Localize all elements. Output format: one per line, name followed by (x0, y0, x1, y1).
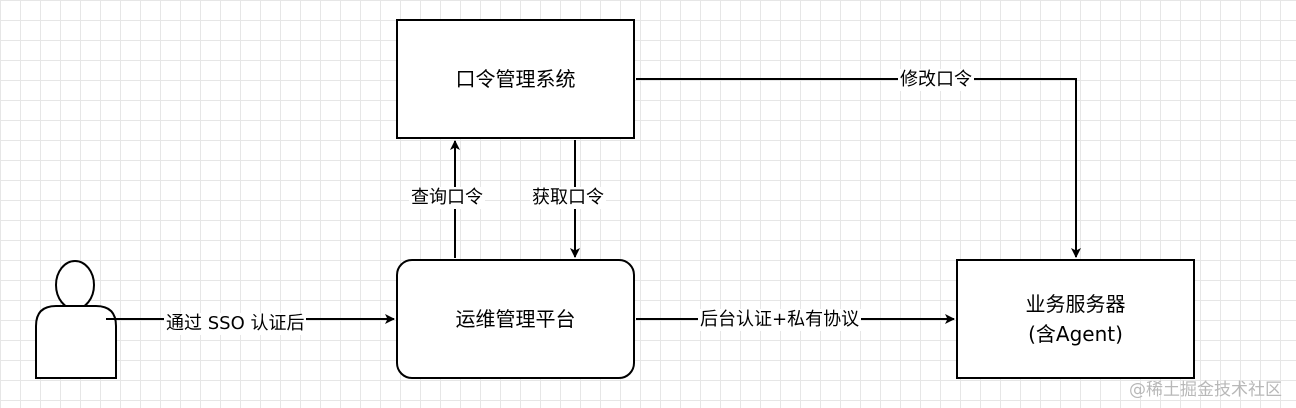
edge-label-backend-protocol: 后台认证+私有协议 (698, 309, 862, 331)
user-actor-icon (35, 260, 117, 379)
password-system-label: 口令管理系统 (455, 67, 576, 91)
edge-label-modify-password: 修改口令 (898, 69, 974, 91)
business-server-label: 业务服务器 (1025, 292, 1126, 316)
password-system-node: 口令管理系统 (396, 19, 635, 139)
business-server-sublabel: (含Agent) (1028, 322, 1123, 346)
ops-platform-label: 运维管理平台 (455, 307, 576, 331)
edge-modify-password (636, 78, 1081, 258)
edge-label-fetch-password: 获取口令 (530, 187, 606, 209)
ops-platform-node: 运维管理平台 (396, 259, 635, 379)
edge-label-sso-login: 通过 SSO 认证后 (164, 313, 307, 335)
edge-label-query-password: 查询口令 (409, 187, 485, 209)
watermark: @稀土掘金技术社区 (1129, 380, 1282, 400)
business-server-node: 业务服务器 (含Agent) (956, 259, 1195, 379)
